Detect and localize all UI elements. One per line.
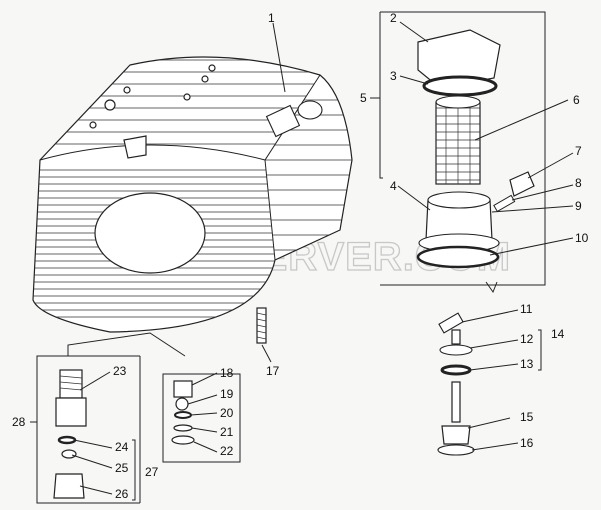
callout-2: 2 (390, 11, 397, 25)
callout-21: 21 (220, 425, 234, 439)
plug-body (55, 397, 87, 427)
callout-22: 22 (220, 444, 234, 458)
callout-25: 25 (115, 461, 129, 475)
kit-seal (171, 435, 195, 445)
callout-27: 27 (145, 465, 159, 479)
valve-gasket (437, 444, 475, 456)
spring-part (256, 307, 267, 344)
filter-assembly (379, 11, 546, 294)
tank-bolt (89, 121, 97, 129)
plug-screw (61, 449, 77, 459)
callout-28: 28 (12, 415, 26, 429)
tank-side-hatching (265, 99, 352, 251)
filter-cover (417, 29, 501, 89)
callout-5: 5 (360, 91, 367, 105)
tank-bracket (123, 135, 147, 159)
callout-3: 3 (390, 69, 397, 83)
callout-7: 7 (575, 144, 582, 158)
tank-bolt (201, 75, 209, 83)
tank-bolt (183, 93, 191, 101)
callout-6: 6 (573, 93, 580, 107)
fuel-tank (32, 56, 353, 333)
callout-19: 19 (220, 387, 234, 401)
callout-labels: 1 2 3 4 5 6 7 8 9 10 11 12 13 14 15 16 1… (12, 11, 589, 501)
callout-15: 15 (520, 410, 534, 424)
tank-fitting (104, 99, 116, 111)
housing-gasket (416, 245, 500, 269)
kit-ring (173, 424, 193, 432)
kit-bushing (173, 380, 193, 398)
valve-handle (438, 312, 464, 334)
filler-neck (265, 104, 301, 138)
callout-9: 9 (575, 199, 582, 213)
callout-14: 14 (551, 327, 565, 341)
callout-8: 8 (575, 176, 582, 190)
plug-ring (57, 435, 77, 445)
callout-24: 24 (115, 440, 129, 454)
drain-valve-assembly (437, 312, 542, 456)
callout-1: 1 (268, 11, 275, 25)
valve-stem (451, 381, 461, 423)
drain-plug-group (36, 332, 186, 504)
fitting-nut (509, 171, 535, 197)
callout-17: 17 (266, 364, 280, 378)
leader-lines (30, 21, 574, 495)
valve-kit-group (162, 373, 241, 463)
tank-bolt (208, 64, 216, 72)
tank-inspection-cover (94, 192, 206, 274)
callout-20: 20 (220, 406, 234, 420)
fitting-union (493, 194, 516, 213)
valve-seal (440, 364, 472, 376)
filler-flange (297, 100, 323, 120)
callout-26: 26 (115, 487, 129, 501)
callout-18: 18 (220, 366, 234, 380)
valve-body (441, 425, 471, 445)
callout-23: 23 (113, 364, 127, 378)
plug-cap (53, 473, 85, 499)
filter-mesh (436, 102, 480, 184)
callout-12: 12 (520, 332, 534, 346)
cover-gasket (422, 75, 498, 97)
callout-11: 11 (520, 302, 533, 316)
valve-nut (439, 344, 473, 356)
callout-16: 16 (520, 436, 534, 450)
callout-4: 4 (390, 179, 397, 193)
kit-washer (174, 411, 192, 419)
callout-10: 10 (575, 231, 589, 245)
callout-13: 13 (520, 357, 534, 371)
kit-ball (175, 397, 189, 411)
tank-bolt (123, 86, 131, 94)
